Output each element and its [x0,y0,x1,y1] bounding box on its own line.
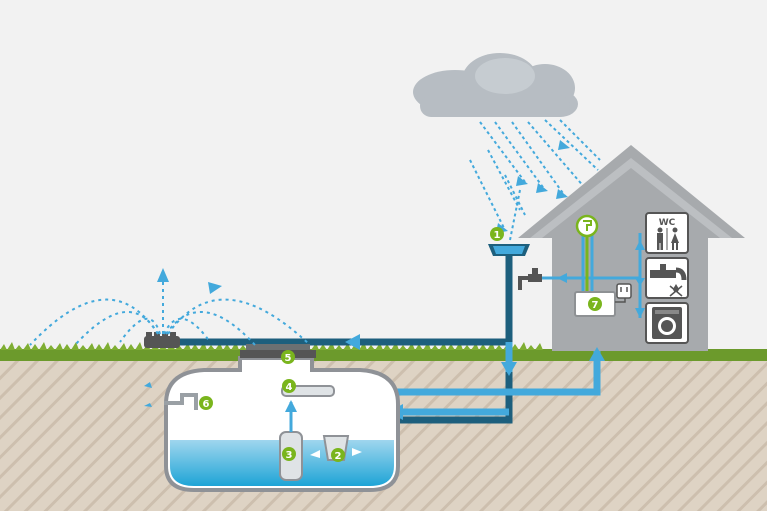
badge-4: 4 [282,379,296,393]
sprinkler-icon [144,332,180,348]
badge-6: 6 [199,396,213,410]
overflow-siphon [164,393,198,410]
wc-label: WC [659,218,676,228]
svg-text:4: 4 [286,382,293,393]
power-plug-icon [616,283,632,299]
svg-text:5: 5 [285,353,292,364]
wc-icon: WC [645,212,689,254]
faucet-icon [645,257,689,299]
overflow-arrows [144,382,152,407]
drinking-water-icon [575,214,599,238]
svg-text:1: 1 [494,230,501,241]
sprinkler-spray [29,278,311,346]
washing-machine-icon [645,302,689,344]
garden-tap-icon [518,268,542,290]
sprinkler-arrows [157,268,222,294]
rain-drops [469,119,601,241]
grass-strip [0,342,767,361]
gutter-collector [488,244,530,256]
badge-2: 2 [331,448,345,462]
badge-1: 1 [490,227,504,241]
badge-3: 3 [282,447,296,461]
house-pipes [540,228,642,318]
cloud-icon [413,53,578,117]
svg-text:7: 7 [592,300,599,311]
house-pipe-arrows [557,240,645,318]
svg-text:2: 2 [335,451,342,462]
svg-text:3: 3 [286,450,293,461]
badge-5: 5 [281,350,295,364]
svg-text:6: 6 [203,399,210,410]
badge-7: 7 [588,297,602,311]
